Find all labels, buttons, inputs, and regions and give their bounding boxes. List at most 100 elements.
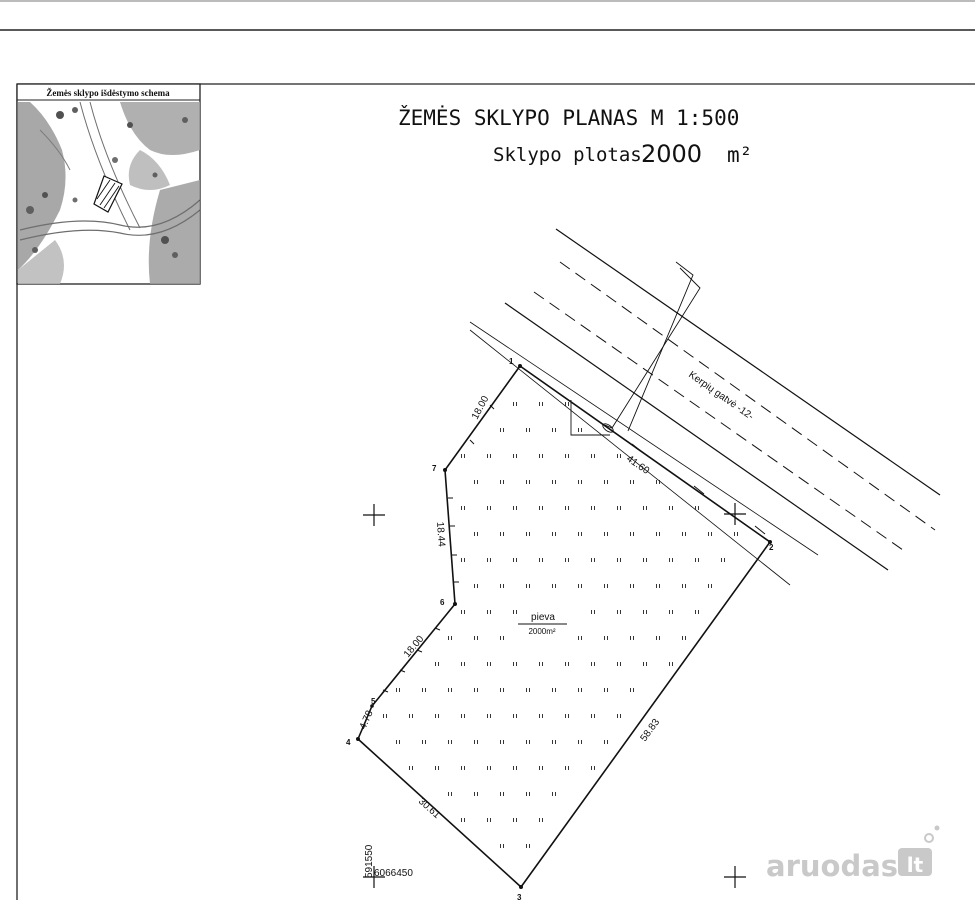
dim-6-7: 18.44	[434, 521, 447, 547]
point-2-label: 2	[769, 543, 774, 552]
meadow-mark	[435, 766, 439, 770]
meadow-mark	[669, 662, 673, 666]
meadow-mark	[643, 506, 647, 510]
meadow-mark	[552, 740, 556, 744]
meadow-mark	[474, 740, 478, 744]
meadow-mark	[630, 688, 634, 692]
meadow-mark	[734, 532, 738, 536]
meadow-mark	[552, 480, 556, 484]
watermark-badge	[898, 848, 932, 876]
meadow-symbols	[383, 402, 738, 848]
dim-4-5: 4.78	[358, 709, 376, 732]
meadow-mark	[461, 454, 465, 458]
parcel-boundary	[357, 364, 772, 889]
meadow-mark	[474, 688, 478, 692]
meadow-mark	[500, 584, 504, 588]
meadow-mark	[656, 636, 660, 640]
meadow-mark	[500, 844, 504, 848]
meadow-mark	[578, 688, 582, 692]
meadow-mark	[526, 480, 530, 484]
meadow-mark	[604, 532, 608, 536]
meadow-mark	[513, 506, 517, 510]
meadow-mark	[448, 740, 452, 744]
meadow-mark	[721, 558, 725, 562]
area-unit: m²	[727, 143, 752, 167]
meadow-mark	[539, 506, 543, 510]
meadow-mark	[578, 428, 582, 432]
street-kerpiu	[469, 228, 941, 586]
meadow-mark	[643, 610, 647, 614]
meadow-mark	[695, 610, 699, 614]
inset-parcel-hatch	[93, 175, 123, 213]
meadow-mark	[461, 662, 465, 666]
meadow-mark	[617, 558, 621, 562]
meadow-mark	[539, 662, 543, 666]
landuse-label: pieva	[531, 612, 555, 623]
meadow-mark	[513, 714, 517, 718]
meadow-mark	[552, 532, 556, 536]
meadow-mark	[513, 662, 517, 666]
meadow-mark	[409, 714, 413, 718]
meadow-mark	[591, 714, 595, 718]
meadow-mark	[591, 558, 595, 562]
meadow-mark	[526, 532, 530, 536]
dim-3-4: 30.61	[416, 796, 442, 821]
meadow-mark	[513, 766, 517, 770]
meadow-mark	[578, 532, 582, 536]
survey-crosses	[631, 443, 766, 535]
meadow-mark	[487, 610, 491, 614]
dim-5-6: 18.00	[402, 633, 427, 660]
meadow-mark	[656, 480, 660, 484]
meadow-mark	[552, 688, 556, 692]
meadow-mark	[604, 584, 608, 588]
meadow-mark	[539, 454, 543, 458]
meadow-mark	[461, 558, 465, 562]
meadow-mark	[604, 480, 608, 484]
meadow-mark	[513, 558, 517, 562]
meadow-mark	[448, 636, 452, 640]
meadow-mark	[422, 740, 426, 744]
coord-x: 6066450	[374, 868, 413, 879]
aruodas-watermark: aruodas lt	[766, 825, 940, 883]
watermark-text: aruodas	[766, 849, 898, 883]
meadow-mark	[578, 636, 582, 640]
meadow-mark	[435, 662, 439, 666]
meadow-mark	[565, 454, 569, 458]
inset-title: Žemės sklypo išdėstymo schema	[46, 88, 170, 98]
meadow-mark	[552, 792, 556, 796]
meadow-mark	[422, 688, 426, 692]
meadow-mark	[617, 662, 621, 666]
meadow-mark	[474, 480, 478, 484]
meadow-mark	[565, 506, 569, 510]
meadow-mark	[500, 480, 504, 484]
meadow-mark	[526, 844, 530, 848]
point-3-label: 3	[517, 893, 522, 900]
meadow-mark	[474, 792, 478, 796]
meadow-mark	[513, 818, 517, 822]
meadow-mark	[565, 402, 569, 406]
meadow-mark	[513, 610, 517, 614]
meadow-mark	[682, 532, 686, 536]
meadow-mark	[656, 584, 660, 588]
meadow-mark	[461, 506, 465, 510]
meadow-mark	[526, 792, 530, 796]
meadow-mark	[409, 766, 413, 770]
meadow-mark	[526, 688, 530, 692]
meadow-mark	[617, 506, 621, 510]
meadow-mark	[591, 766, 595, 770]
meadow-mark	[500, 532, 504, 536]
dim-1-2: 41.60	[624, 453, 651, 477]
meadow-mark	[461, 610, 465, 614]
point-6-label: 6	[440, 598, 445, 607]
point-5-label: 5	[371, 697, 376, 706]
meadow-mark	[526, 584, 530, 588]
meadow-mark	[487, 506, 491, 510]
meadow-mark	[461, 818, 465, 822]
meadow-mark	[487, 714, 491, 718]
meadow-mark	[617, 610, 621, 614]
meadow-mark	[617, 454, 621, 458]
meadow-mark	[604, 688, 608, 692]
area-value: 2000	[641, 140, 702, 168]
meadow-mark	[396, 740, 400, 744]
meadow-mark	[630, 532, 634, 536]
